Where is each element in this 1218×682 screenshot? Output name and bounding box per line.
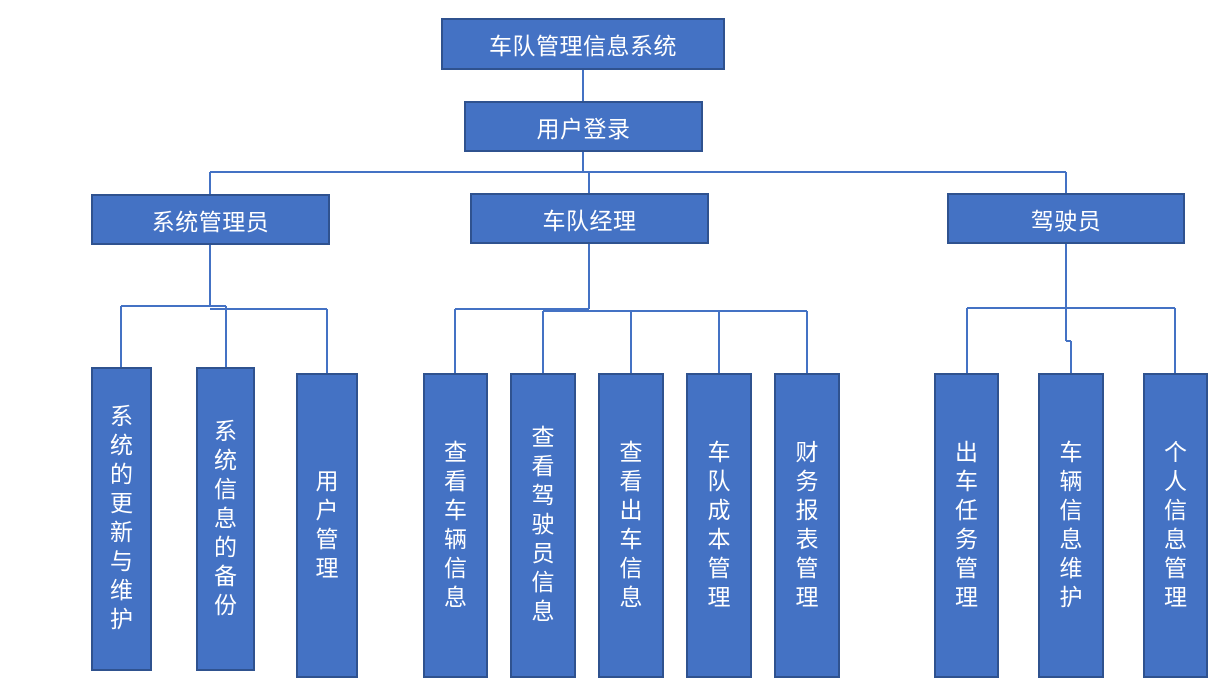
function-node-driver-1: 出车任务管理 <box>934 373 999 678</box>
function-label: 系统信息的备份 <box>213 418 237 619</box>
function-node-manager-2: 查看驾驶员信息 <box>510 373 576 678</box>
role-node-driver: 驾驶员 <box>947 193 1185 244</box>
function-node-manager-3: 查看出车信息 <box>598 373 664 678</box>
role-label-driver: 驾驶员 <box>1030 208 1102 235</box>
function-label: 车队成本管理 <box>707 439 731 611</box>
function-node-admin-3: 用户管理 <box>296 373 358 678</box>
role-node-manager: 车队经理 <box>470 193 709 244</box>
function-label: 个人信息管理 <box>1163 439 1187 611</box>
role-label-admin: 系统管理员 <box>151 209 270 236</box>
function-node-admin-1: 系统的更新与维护 <box>91 367 152 671</box>
function-node-manager-1: 查看车辆信息 <box>423 373 488 678</box>
function-label: 查看驾驶员信息 <box>531 425 555 625</box>
root-node: 车队管理信息系统 <box>441 18 725 70</box>
function-label: 车辆信息维护 <box>1059 439 1083 611</box>
function-node-manager-4: 车队成本管理 <box>686 373 752 678</box>
login-node: 用户登录 <box>464 101 703 152</box>
function-node-admin-2: 系统信息的备份 <box>196 367 255 671</box>
function-node-manager-5: 财务报表管理 <box>774 373 840 678</box>
function-label: 系统的更新与维护 <box>109 404 133 633</box>
function-label: 查看出车信息 <box>619 439 643 611</box>
role-node-admin: 系统管理员 <box>91 194 330 245</box>
function-label: 用户管理 <box>315 468 339 582</box>
login-label: 用户登录 <box>536 116 631 143</box>
role-label-manager: 车队经理 <box>542 208 637 235</box>
function-label: 财务报表管理 <box>795 439 819 611</box>
function-label: 查看车辆信息 <box>443 439 467 611</box>
function-node-driver-2: 车辆信息维护 <box>1038 373 1104 678</box>
function-label: 出车任务管理 <box>954 439 978 611</box>
function-node-driver-3: 个人信息管理 <box>1143 373 1208 678</box>
root-label: 车队管理信息系统 <box>489 34 677 60</box>
